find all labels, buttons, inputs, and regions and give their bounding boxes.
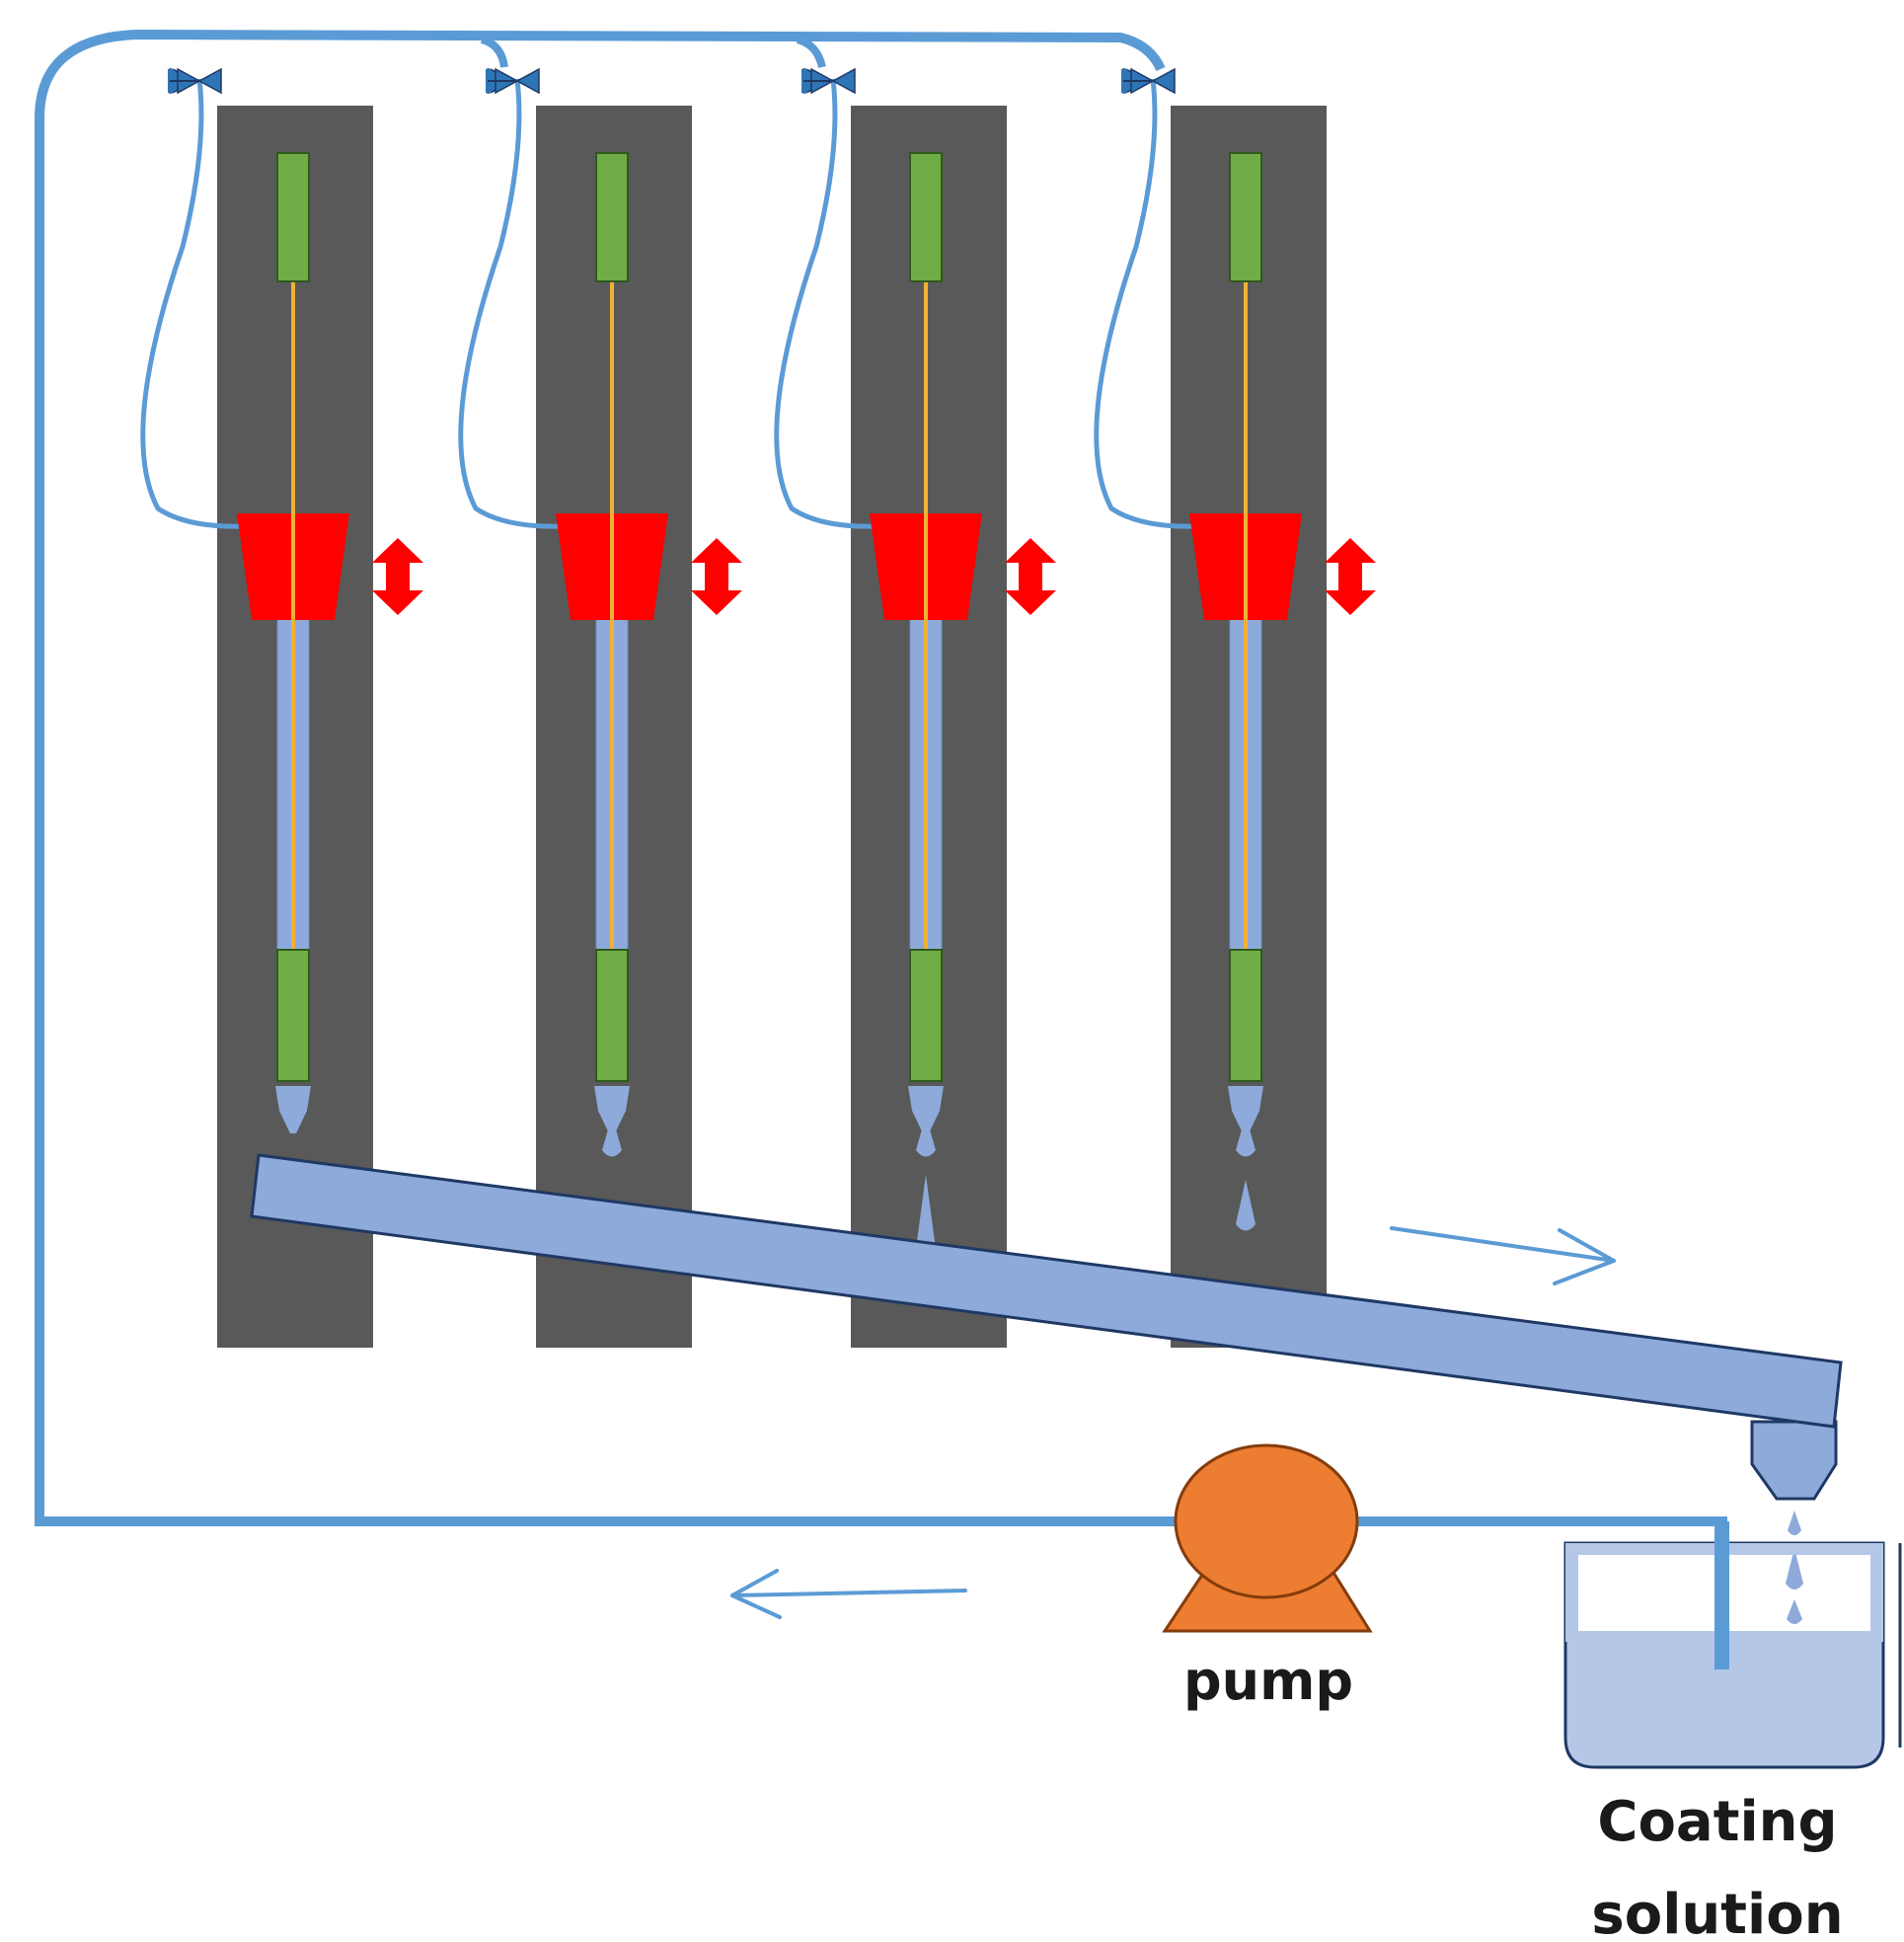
nozzle-tip bbox=[594, 1086, 630, 1133]
nozzle-tip bbox=[1228, 1086, 1263, 1133]
double-arrow-icon bbox=[691, 538, 742, 615]
top-holder bbox=[909, 152, 943, 282]
pump-body bbox=[1174, 1443, 1359, 1599]
double-arrow-icon bbox=[372, 538, 423, 615]
top-holder bbox=[276, 152, 310, 282]
top-holder bbox=[1229, 152, 1262, 282]
reservoir-rim-left bbox=[1565, 1543, 1578, 1642]
reservoir-rim-right bbox=[1870, 1543, 1883, 1642]
bottom-holder bbox=[595, 949, 629, 1082]
reservoir-wall bbox=[1563, 1541, 1885, 1769]
drop bbox=[916, 1175, 936, 1256]
coating-stations bbox=[140, 67, 1376, 1256]
suction-tube bbox=[1714, 1521, 1729, 1670]
coating-station-1 bbox=[140, 67, 423, 1133]
coating-station-4 bbox=[1094, 67, 1376, 1231]
reservoir-label-line1: Coating bbox=[1597, 1790, 1837, 1854]
feed-tube bbox=[774, 78, 879, 529]
fiber-in-cup bbox=[1244, 513, 1248, 620]
double-arrow-icon bbox=[1005, 538, 1056, 615]
return-tubing bbox=[35, 29, 1727, 1669]
drop bbox=[916, 1116, 936, 1157]
top-holder bbox=[595, 152, 629, 282]
valve-icon bbox=[1121, 67, 1176, 95]
bottom-holder bbox=[1229, 949, 1262, 1082]
feed-tube bbox=[458, 78, 566, 529]
reservoir bbox=[1563, 1521, 1902, 1769]
valve-icon bbox=[486, 67, 540, 95]
arrow-icon bbox=[1390, 1226, 1616, 1285]
trough-body bbox=[250, 1153, 1843, 1429]
valve-icon bbox=[801, 67, 856, 95]
arrow-icon bbox=[730, 1569, 967, 1619]
drop bbox=[1236, 1180, 1256, 1231]
valve-branches bbox=[480, 36, 826, 69]
bottom-holder bbox=[909, 949, 943, 1082]
reservoir-liquid bbox=[1565, 1631, 1883, 1767]
pump bbox=[1162, 1443, 1373, 1633]
trough-outlet bbox=[1750, 1420, 1838, 1501]
outlet-drops bbox=[1786, 1511, 1803, 1624]
fiber-in-cup bbox=[291, 513, 295, 620]
nozzle-tip bbox=[908, 1086, 944, 1133]
drop bbox=[1236, 1116, 1256, 1157]
columns bbox=[217, 106, 1327, 1348]
fiber-in-cup bbox=[610, 513, 614, 620]
reservoir-label-line2: solution bbox=[1591, 1883, 1843, 1942]
bottom-holder bbox=[276, 949, 310, 1082]
feed-tube bbox=[140, 78, 247, 529]
coating-station-3 bbox=[774, 67, 1056, 1256]
collection-trough bbox=[250, 1153, 1843, 1501]
valve-icon bbox=[168, 67, 222, 95]
double-arrow-icon bbox=[1325, 538, 1376, 615]
drop bbox=[602, 1116, 622, 1157]
pump-label: pump bbox=[1183, 1650, 1353, 1712]
fiber-in-cup bbox=[924, 513, 928, 620]
feed-tube bbox=[1094, 78, 1199, 529]
nozzle-tip bbox=[275, 1086, 311, 1133]
coating-station-2 bbox=[458, 67, 742, 1157]
